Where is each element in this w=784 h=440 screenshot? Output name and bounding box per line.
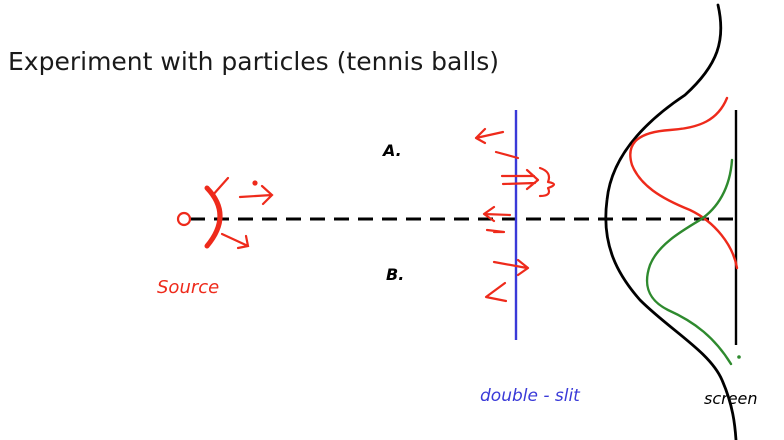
particle-source [176,176,274,250]
slit-brace [538,166,556,198]
pass-arrow-b [492,258,530,277]
bounce-arrow-center-low [485,228,506,234]
slit-b-label: B. [386,265,404,284]
bounce-arrow-top [474,127,520,160]
bounce-arrow-bottom [484,281,508,303]
slit-a-label: A. [381,141,402,160]
source-circle [176,211,192,227]
slit-b-distribution-curve [645,158,734,366]
bounce-arrow-center [482,205,512,223]
source-arrow-down [220,232,250,250]
double-slit-label: double - slit [480,386,581,406]
combined-distribution-curve [604,3,738,440]
source-label: Source [157,277,219,298]
green-curve-end-dot [737,355,741,359]
source-arrow-mid [210,176,230,198]
source-arrow-up [238,184,274,206]
pass-arrow-a [500,168,540,191]
diagram-title: Experiment with particles (tennis balls) [8,47,499,76]
source-dot [252,180,258,186]
slit-a-distribution-curve [629,96,739,270]
screen-label: screen [704,389,758,408]
source-emitter-arc [204,185,223,249]
slit-particle-arrows [474,127,556,303]
